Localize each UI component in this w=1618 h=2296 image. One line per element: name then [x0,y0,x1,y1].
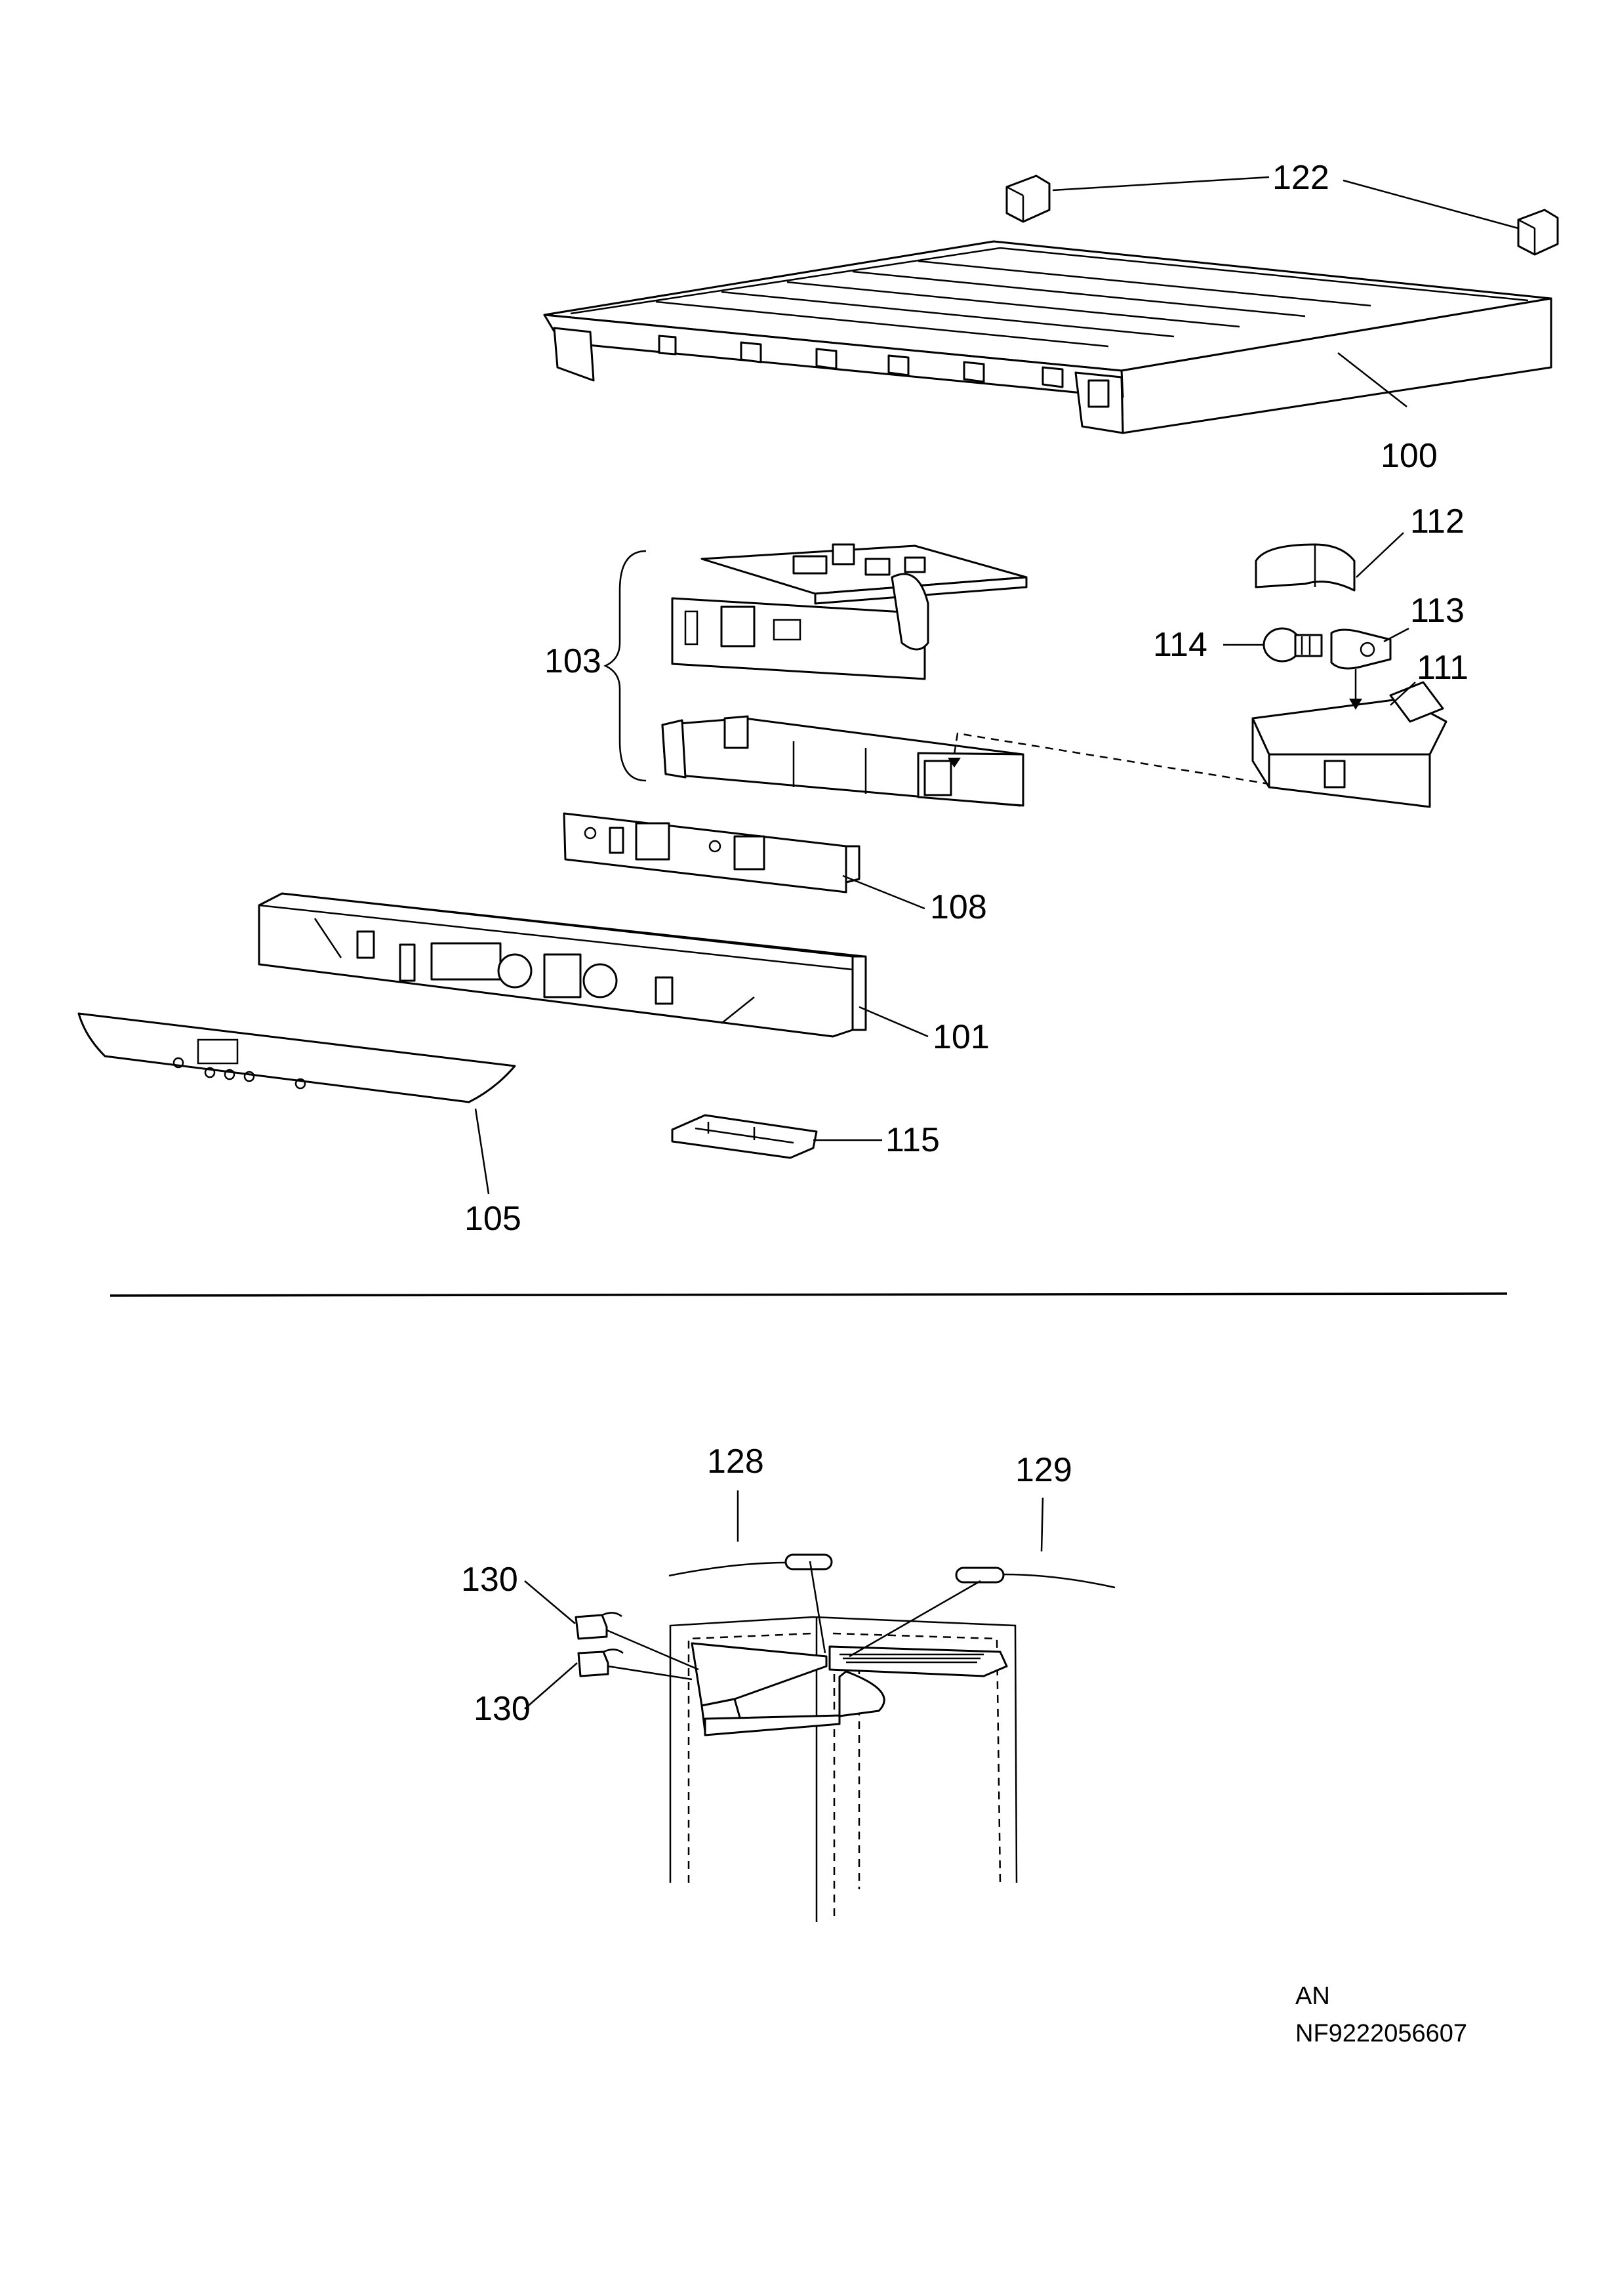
control-board-assembly-part [661,543,1028,807]
leader-lines-bottom [524,1490,1044,1710]
section-divider [110,1292,1508,1297]
corner-cap-right-part [1517,209,1559,256]
lamp-cover-part [1255,543,1356,592]
label-129: 129 [1015,1451,1072,1489]
label-103: 103 [544,642,601,680]
lamp-bulb-part [1263,627,1323,663]
lamp-housing-part [1251,681,1447,808]
label-112: 112 [1410,502,1465,541]
label-100: 100 [1381,437,1438,475]
front-panel-part [77,1012,516,1103]
cabinet-outline [669,1616,1018,1922]
dashed-connection [948,732,1270,785]
label-108: 108 [930,888,987,926]
sensor-129-part [955,1567,1116,1589]
label-130-upper: 130 [461,1561,518,1599]
filter-cover-part [671,1114,818,1159]
label-101: 101 [933,1018,990,1056]
label-128: 128 [707,1443,764,1481]
air-duct-right-part [828,1645,1008,1717]
label-122: 122 [1272,159,1329,197]
label-130-lower: 130 [474,1690,531,1728]
lamp-holder-part [1330,628,1392,670]
label-114: 114 [1153,626,1207,664]
air-duct-left-part [691,1642,841,1736]
label-105: 105 [464,1200,521,1238]
control-bracket-part [563,812,860,893]
sensor-clip-upper-part [575,1612,622,1640]
label-115: 115 [885,1121,940,1159]
sensor-clip-lower-part [577,1649,624,1677]
label-113: 113 [1410,592,1465,630]
leader-lines-top [474,176,1519,1195]
insert-arrow [1349,669,1362,710]
variant-code: AN [1295,1982,1330,2010]
corner-cap-left-part [1005,174,1051,223]
label-111: 111 [1417,649,1468,687]
top-cover-part [543,240,1552,434]
document-code: NF9222056607 [1295,2020,1467,2047]
control-fascia-part [258,892,867,1038]
group-brace [603,550,647,782]
sensor-128-part [668,1553,833,1577]
